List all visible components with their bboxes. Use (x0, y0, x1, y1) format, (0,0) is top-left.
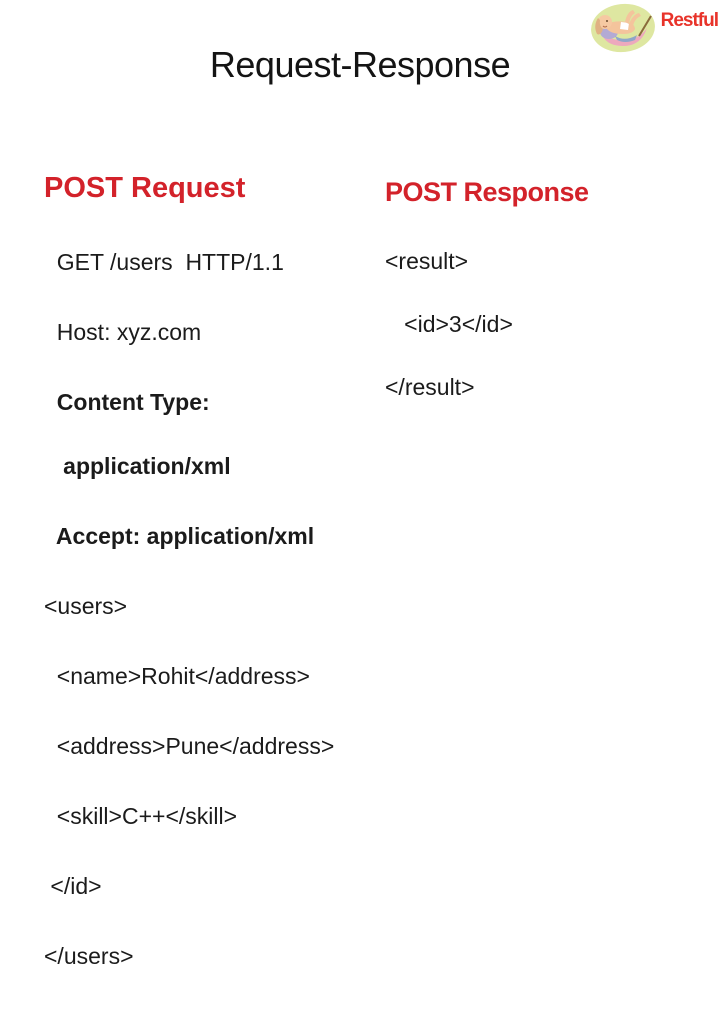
request-heading: POST Request (44, 172, 246, 204)
response-line: </result> (385, 374, 475, 400)
response-line: <result> (385, 248, 469, 274)
request-line: Host: xyz.com (44, 319, 202, 345)
restful-label: Restful (660, 10, 719, 31)
request-panel: POST Request GET /users HTTP/1.1 Host: x… (44, 135, 374, 1012)
request-line: <users> (44, 593, 128, 619)
request-line: Accept: application/xml (44, 523, 315, 549)
request-line: application/xml (44, 453, 231, 479)
response-panel: POST Response <result> <id>3</id> </resu… (385, 140, 705, 437)
resting-person-icon (590, 3, 655, 53)
request-line: Content Type: (44, 389, 210, 415)
request-line: <skill>C++</skill> (44, 803, 238, 829)
response-line: <id>3</id> (385, 311, 513, 337)
request-line: <name>Rohit</address> (44, 663, 310, 689)
request-line: <address>Pune</address> (44, 733, 335, 759)
response-heading: POST Response (385, 177, 589, 207)
restful-badge: Restful (589, 2, 719, 54)
request-line: </users> (44, 943, 134, 969)
slide: Restful Request-Response POST Request GE… (44, 2, 719, 969)
request-line: GET /users HTTP/1.1 (44, 249, 284, 275)
slide-title: Request-Response (209, 44, 511, 85)
request-line: </id> (44, 873, 102, 899)
